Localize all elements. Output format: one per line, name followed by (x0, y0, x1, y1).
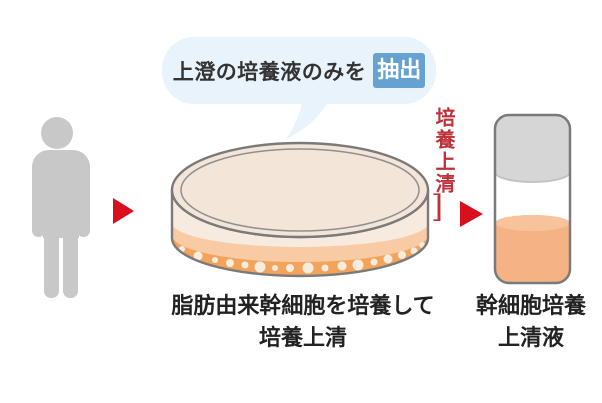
supernatant-vertical-label: 培養上清 (432, 107, 454, 195)
vial-caption: 幹細胞培養 上清液 (455, 290, 602, 354)
speech-bubble: 上澄の培養液のみを 抽出 (162, 37, 436, 104)
dish-caption: 脂肪由来幹細胞を培養して 培養上清 (150, 290, 456, 354)
dish-caption-line1: 脂肪由来幹細胞を培養して (171, 293, 435, 318)
vial-tube-icon (493, 113, 572, 285)
vial-caption-line2: 上清液 (497, 324, 564, 350)
flow-arrow-icon (113, 198, 134, 224)
dish-caption-line2: 培養上清 (258, 324, 347, 350)
flow-arrow-icon (460, 201, 483, 227)
vial-caption-line1: 幹細胞培養 (475, 293, 586, 318)
person-silhouette-icon (32, 117, 90, 298)
extract-badge: 抽出 (373, 53, 426, 88)
supernatant-bracket: ] (431, 189, 444, 225)
petri-dish-icon (170, 141, 430, 278)
bubble-text: 上澄の培養液のみを (172, 60, 367, 84)
speech-bubble-tail (286, 102, 328, 139)
